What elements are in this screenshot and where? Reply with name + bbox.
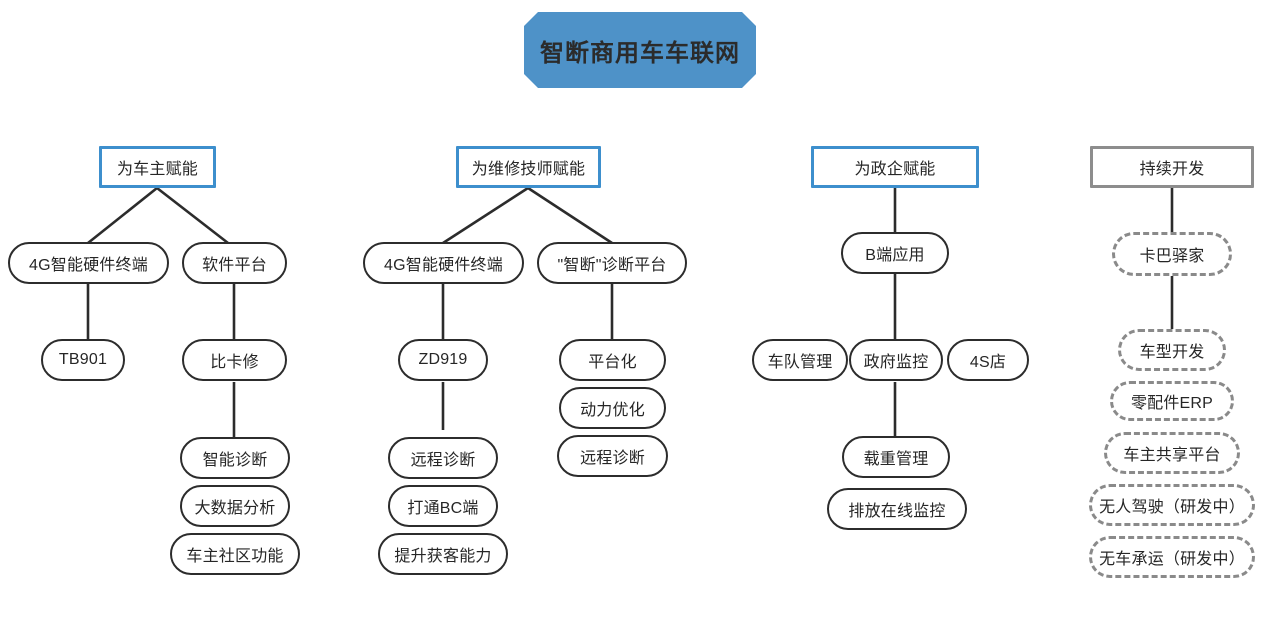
node-truckless-carrier-in-development[interactable]: 无车承运（研发中）	[1089, 536, 1255, 578]
column-header-technician[interactable]: 为维修技师赋能	[456, 146, 601, 188]
node-government-monitoring[interactable]: 政府监控	[849, 339, 943, 381]
node-4g-hardware-terminal-owner[interactable]: 4G智能硬件终端	[8, 242, 169, 284]
node-improve-customer-acquisition[interactable]: 提升获客能力	[378, 533, 508, 575]
node-platformization[interactable]: 平台化	[559, 339, 666, 381]
node-zhiduan-diagnosis-platform[interactable]: "智断"诊断平台	[537, 242, 687, 284]
node-power-optimization[interactable]: 动力优化	[559, 387, 666, 429]
node-4g-hardware-terminal-technician[interactable]: 4G智能硬件终端	[363, 242, 524, 284]
node-owner-sharing-platform[interactable]: 车主共享平台	[1104, 432, 1240, 474]
node-connect-bc-end[interactable]: 打通BC端	[388, 485, 498, 527]
node-fleet-management[interactable]: 车队管理	[752, 339, 848, 381]
node-vehicle-model-development[interactable]: 车型开发	[1118, 329, 1226, 371]
node-load-management[interactable]: 载重管理	[842, 436, 950, 478]
node-b-end-application[interactable]: B端应用	[841, 232, 949, 274]
node-remote-diagnosis-platform[interactable]: 远程诊断	[557, 435, 668, 477]
node-smart-diagnosis-owner[interactable]: 智能诊断	[180, 437, 290, 479]
column-header-continuous-development[interactable]: 持续开发	[1090, 146, 1254, 188]
node-zd919[interactable]: ZD919	[398, 339, 488, 381]
node-kaba-yijia[interactable]: 卡巴驿家	[1112, 232, 1232, 276]
node-remote-diagnosis-technician[interactable]: 远程诊断	[388, 437, 498, 479]
node-parts-erp[interactable]: 零配件ERP	[1110, 381, 1234, 421]
column-header-government[interactable]: 为政企赋能	[811, 146, 979, 188]
node-software-platform[interactable]: 软件平台	[182, 242, 287, 284]
node-tb901[interactable]: TB901	[41, 339, 125, 381]
node-autonomous-driving-in-development[interactable]: 无人驾驶（研发中）	[1089, 484, 1255, 526]
column-header-owner[interactable]: 为车主赋能	[99, 146, 216, 188]
node-big-data-analysis[interactable]: 大数据分析	[180, 485, 290, 527]
node-owner-community-feature[interactable]: 车主社区功能	[170, 533, 300, 575]
node-4s-store[interactable]: 4S店	[947, 339, 1029, 381]
diagram-title: 智断商用车车联网	[524, 12, 756, 88]
node-bikaxiu[interactable]: 比卡修	[182, 339, 287, 381]
node-emission-online-monitoring[interactable]: 排放在线监控	[827, 488, 967, 530]
